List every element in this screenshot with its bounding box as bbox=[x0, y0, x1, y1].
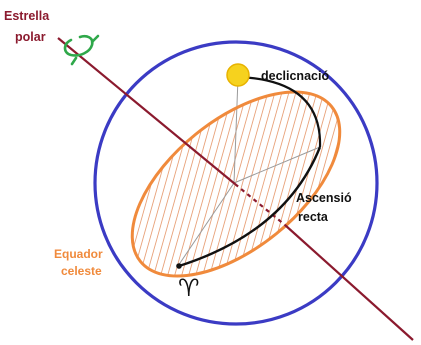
sun-icon bbox=[226, 63, 250, 87]
declination-arc bbox=[237, 75, 322, 148]
polar-axis-hidden-segment bbox=[234, 183, 286, 226]
radius-to-vernal-point bbox=[177, 182, 235, 267]
hatch-line bbox=[234, 59, 306, 311]
hatch-line bbox=[339, 59, 372, 311]
hatch-line bbox=[220, 59, 292, 311]
hatch-line bbox=[0, 60, 67, 310]
hatch-line bbox=[346, 59, 372, 311]
celestial-equator-label-line2: celeste bbox=[61, 264, 102, 278]
hatch-line bbox=[0, 60, 60, 310]
hatch-line bbox=[157, 59, 229, 311]
celestial-sphere bbox=[93, 40, 379, 326]
right-ascension-arc bbox=[178, 146, 322, 268]
celestial-equator-label-line1: Equador bbox=[54, 247, 103, 261]
right-ascension-label-line2: recta bbox=[298, 210, 329, 224]
pole-star-label-line2: polar bbox=[15, 30, 46, 44]
pole-star-label-line1: Estrella bbox=[4, 9, 50, 23]
hatch-line bbox=[150, 59, 222, 311]
vernal-point bbox=[176, 263, 182, 269]
radius-to-sun bbox=[233, 77, 239, 184]
right-ascension-label-line1: Ascensió bbox=[296, 191, 352, 205]
radius-to-right-ascension bbox=[233, 146, 321, 184]
hatch-line bbox=[178, 59, 250, 311]
aries-icon: ♈︎ bbox=[178, 274, 200, 302]
celestial-equator bbox=[130, 90, 342, 278]
hatch-line bbox=[213, 59, 285, 311]
declination-label: declicnació bbox=[261, 69, 329, 83]
polar-axis bbox=[57, 37, 236, 185]
rotation-arrow-icon bbox=[63, 34, 100, 66]
polar-axis-lower bbox=[284, 224, 414, 341]
